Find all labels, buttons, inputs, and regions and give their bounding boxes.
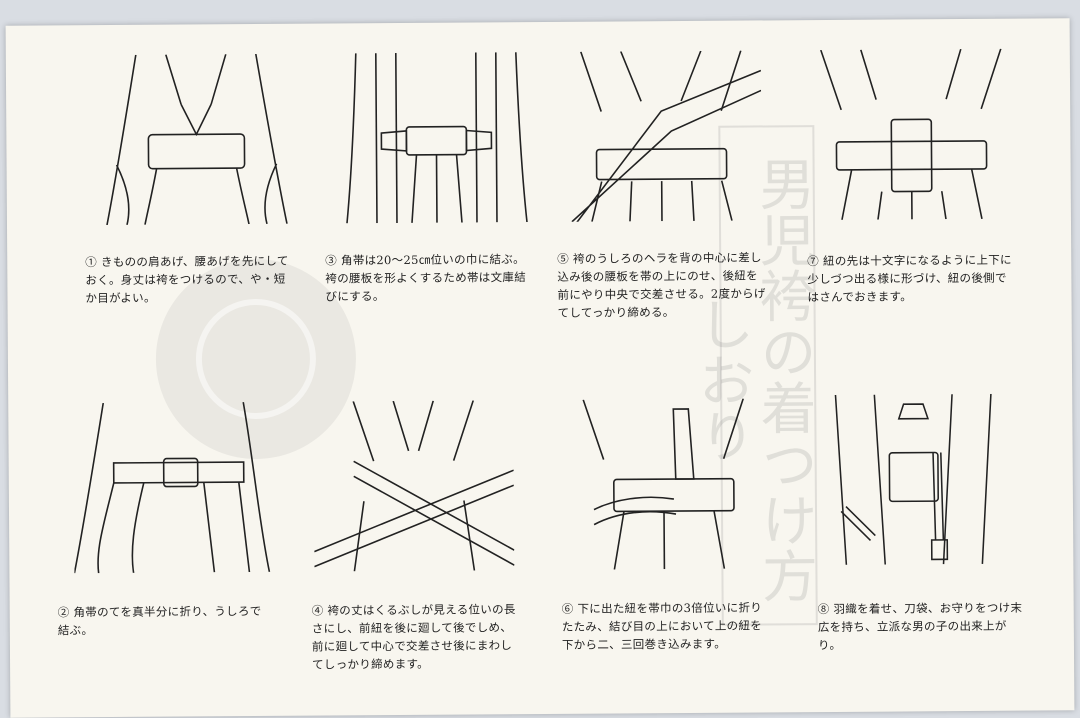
step-3-illustration (336, 52, 537, 224)
step-5-caption: ⑤ 袴のうしろのヘラを背の中心に差し込み後の腰板を帯の上にのせ、後紐を前にやり中… (557, 250, 766, 320)
step-4-caption: ④ 袴の丈はくるぶしが見える位いの長さにし、前紐を後に廻して後でしめ、前に廻して… (311, 602, 516, 672)
instruction-sheet: 男児袴の着つけ方しおり ① きものの肩あげ、腰あげを先にしておく。身丈は袴をつけ… (5, 18, 1075, 718)
step-8-illustration (813, 393, 1014, 565)
step-5-illustration (561, 50, 762, 243)
step-7-illustration (811, 48, 1012, 221)
step-2-caption: ② 角帯のてを真半分に折り、うしろで結ぶ。 (57, 603, 262, 638)
step-3-caption: ③ 角帯は20～25㎝位いの巾に結ぶ。袴の腰板を形よくするため帯は文庫結びにする… (325, 252, 527, 304)
step-2-illustration (73, 401, 274, 579)
step-1-illustration (96, 53, 297, 226)
step-6-caption: ⑥ 下に出た紐を帯巾の3倍位いに折りたたみ、結び目の上において上の紐を下から二、… (561, 600, 763, 652)
step-8-caption: ⑧ 羽織を着せ、刀袋、お守りをつけ末広を持ち、立派な男の子の出来上がり。 (817, 600, 1023, 653)
step-6-illustration (563, 398, 764, 570)
step-4-illustration (313, 400, 515, 572)
step-1-caption: ① きものの肩あげ、腰あげを先にしておく。身丈は袴をつけるので、や・短か目がよい… (85, 253, 289, 306)
step-7-caption: ⑦ 紐の先は十文字になるように上下に少しづつ出る様に形づけ、紐の後側ではさんでお… (807, 252, 1012, 305)
